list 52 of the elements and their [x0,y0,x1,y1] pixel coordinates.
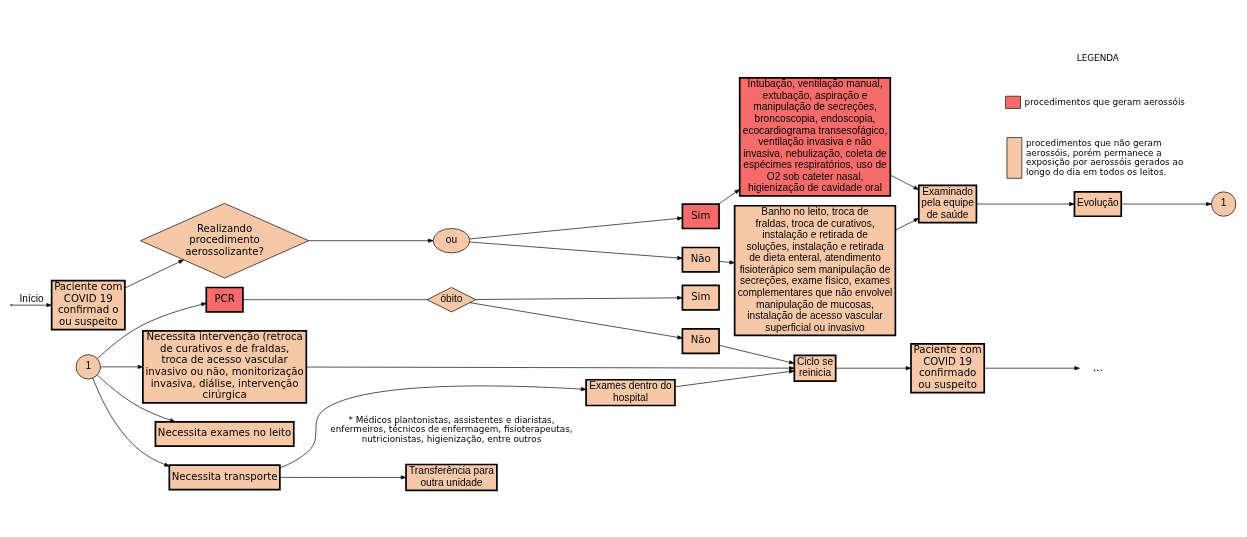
node-box: Ciclo se reinicia [793,354,837,382]
arrow [97,374,176,423]
arrow [674,369,795,388]
node-box: Não [681,246,720,273]
node-box: Evolução [1073,191,1123,218]
arrow [890,174,919,190]
node-circle: 1 [75,354,101,380]
arrow [279,385,587,469]
node-box: Paciente com COVID 19 confirmad o ou suspeito [50,279,126,331]
node-text: ... [1092,360,1104,374]
arrow [718,260,735,265]
node-box: PCR [205,286,244,313]
arrow [1121,202,1212,207]
arrow [279,475,407,480]
arrow [895,218,920,231]
arrow [718,344,795,365]
arrow [100,364,144,369]
node-box: Transferência para outra unidade [405,463,498,492]
arrow [308,238,434,243]
node-box: Necessita intervenção (retroca de curativos e de fraldas, troca de acesso vascular invasivo ou não, monitorização invasiva, diálise, intervenção cirúrgica [142,330,308,404]
node-box: Paciente com COVID 19 confirmado ou suspeito [910,342,986,394]
arrow [469,302,683,340]
arrow [124,259,184,289]
arrow [469,216,683,240]
node-box: Sim [681,203,720,230]
arrow [835,366,912,371]
arrow [306,366,795,371]
legend-label: procedimentos que geram aerossóis [1024,96,1185,107]
node-box: Não [681,328,720,355]
arrow [97,302,207,359]
connector [242,299,428,301]
node-box: Sim [681,284,720,311]
node-box: Examinado pela equipe de saúde [917,184,978,224]
arrow [984,366,1080,371]
node-box: Exames dentro do hospital [585,378,676,407]
arrow [976,202,1075,207]
node-diamond: Realizando procedimento aerossolizante? [140,203,310,279]
legend-label: procedimentos que não geram aerossóis, porém permanece a exposição por aerossóis gerados ao longo do dia em todos os leitos. [1025,138,1184,177]
arrow [92,377,170,467]
arrow [11,303,52,308]
node-ellipse: ou [432,228,471,254]
edge-label: Início [19,292,44,304]
label: LEGENDA [1076,53,1119,64]
arrow [475,295,683,300]
arrow [718,189,740,205]
node-circle: 1 [1211,191,1237,217]
node-box: Banho no leito, troca de fraldas, troca de curativos, instalação e retirada de soluções, instalação e retirada de dieta enteral, atendimento fisioterápico sem manipulação de secreções, exame físico, exames complementares que não envolvel manipulação de mucosas, instalação de acesso vascular superficial ou invasivo [733,204,897,337]
node-box: Necessita transporte [168,464,281,491]
label: * Médicos plantonistas, assistentes e diaristas, enfermeiros, técnicos de enfermagem, fisioterapeutas, nutricionistas, higienização, entre outros [330,414,573,444]
node-box: Intubação, ventilação manual, extubação, aspiração e manipulação de secreções, broncoscopia, endoscopia, ecocardiograma transesofágico, ventilação invasiva e não invasiva, nebulização, coleta de espécimes respiratórios, uso de O2 sob cateter nasal, higienização de cavidade oral [738,77,892,197]
node-diamond: óbito [426,287,477,313]
arrow [469,241,683,260]
